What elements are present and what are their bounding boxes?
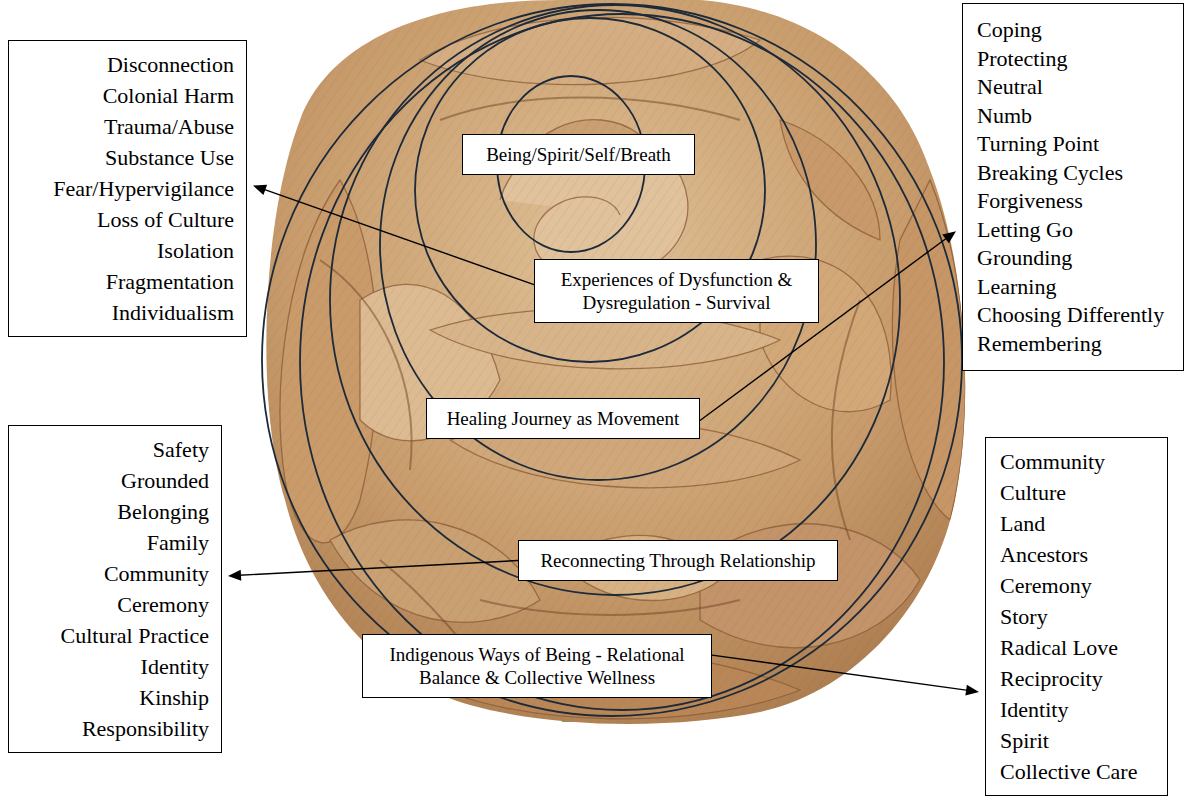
list-item: Choosing Differently — [977, 301, 1171, 330]
list-item: Loss of Culture — [21, 204, 234, 235]
list-item: Story — [1000, 601, 1155, 632]
arrow-head — [942, 231, 956, 243]
stage-label: Experiences of Dysfunction & Dysregulati… — [543, 268, 810, 314]
list-item: Letting Go — [977, 216, 1171, 245]
list-item: Isolation — [21, 235, 234, 266]
list-item: Substance Use — [21, 142, 234, 173]
rose-petals — [250, 0, 980, 730]
list-item: Identity — [21, 651, 209, 682]
term-list-box: DisconnectionColonial HarmTrauma/AbuseSu… — [8, 40, 247, 337]
list-item: Protecting — [977, 45, 1171, 74]
list-item: Neutral — [977, 73, 1171, 102]
stage-box: Reconnecting Through Relationship — [518, 540, 838, 581]
list-item: Safety — [21, 434, 209, 465]
list-item: Identity — [1000, 694, 1155, 725]
list-item: Ancestors — [1000, 539, 1155, 570]
list-item: Family — [21, 527, 209, 558]
stage-box: Being/Spirit/Self/Breath — [462, 134, 695, 175]
list-item: Responsibility — [21, 713, 209, 744]
list-item: Fragmentation — [21, 266, 234, 297]
arrow-line — [263, 189, 534, 284]
list-item: Community — [1000, 446, 1155, 477]
stage-label: Being/Spirit/Self/Breath — [471, 143, 686, 166]
list-item: Breaking Cycles — [977, 159, 1171, 188]
list-item: Fear/Hypervigilance — [21, 173, 234, 204]
list-item: Colonial Harm — [21, 80, 234, 111]
list-item: Grounded — [21, 465, 209, 496]
callout-arrow — [253, 185, 534, 285]
arrow-head — [228, 570, 241, 581]
list-item: Forgiveness — [977, 187, 1171, 216]
list-item: Numb — [977, 102, 1171, 131]
list-item: Spirit — [1000, 725, 1155, 756]
list-item: Ceremony — [21, 589, 209, 620]
list-item: Radical Love — [1000, 632, 1155, 663]
callout-arrow — [712, 655, 979, 695]
list-item: Cultural Practice — [21, 620, 209, 651]
stage-box: Healing Journey as Movement — [426, 398, 700, 439]
list-item: Ceremony — [1000, 570, 1155, 601]
list-item: Learning — [977, 273, 1171, 302]
list-item: Coping — [977, 16, 1171, 45]
arrow-line — [239, 561, 518, 576]
list-item: Remembering — [977, 330, 1171, 359]
list-item: Reciprocity — [1000, 663, 1155, 694]
stage-label: Healing Journey as Movement — [435, 407, 691, 430]
stage-box: Indigenous Ways of Being - Relational Ba… — [362, 634, 712, 698]
arrow-line — [712, 655, 968, 690]
list-item: Culture — [1000, 477, 1155, 508]
list-item: Trauma/Abuse — [21, 111, 234, 142]
arrow-head — [965, 685, 979, 696]
list-item: Individualism — [21, 297, 234, 328]
stage-label: Indigenous Ways of Being - Relational Ba… — [371, 643, 703, 689]
list-item: Kinship — [21, 682, 209, 713]
layer-rings — [262, 4, 962, 716]
term-list-box: SafetyGroundedBelongingFamilyCommunityCe… — [8, 425, 222, 753]
list-item: Grounding — [977, 244, 1171, 273]
list-item: Disconnection — [21, 49, 234, 80]
list-item: Land — [1000, 508, 1155, 539]
list-item: Turning Point — [977, 130, 1171, 159]
list-item: Community — [21, 558, 209, 589]
term-list-box: CopingProtectingNeutralNumbTurning Point… — [962, 3, 1184, 371]
list-item: Collective Care — [1000, 756, 1155, 787]
term-list-box: CommunityCultureLandAncestorsCeremonySto… — [985, 437, 1168, 796]
stage-label: Reconnecting Through Relationship — [527, 549, 829, 572]
list-item: Belonging — [21, 496, 209, 527]
arrow-head — [253, 185, 267, 195]
callout-arrow — [228, 561, 518, 581]
stage-box: Experiences of Dysfunction & Dysregulati… — [534, 259, 819, 323]
